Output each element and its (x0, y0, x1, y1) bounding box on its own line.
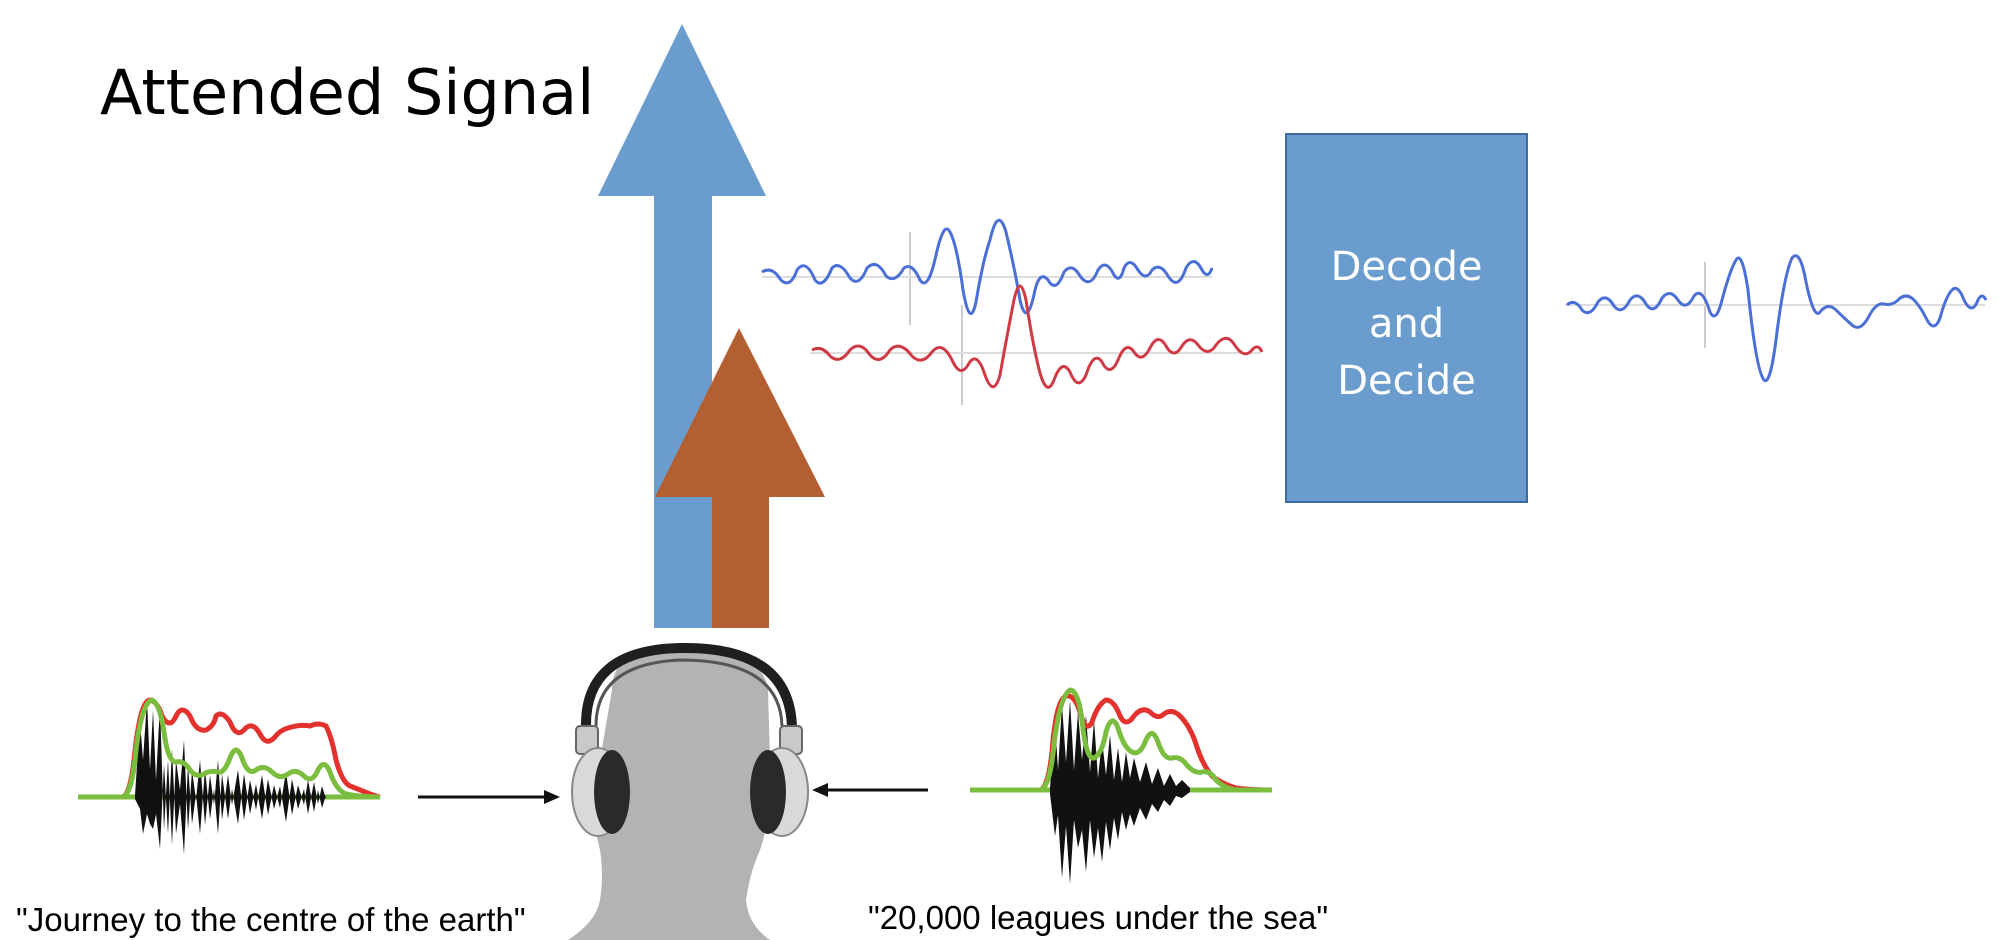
eeg-waveforms (761, 218, 1264, 405)
right-audio-waveform (970, 687, 1273, 884)
left-story-caption: "Journey to the centre of the earth" (16, 901, 526, 938)
decoder-label-line3: Decide (1337, 358, 1476, 404)
decode-and-decide-box: Decode and Decide (1285, 133, 1528, 503)
left-audio-waveform (78, 697, 381, 854)
diagram-title: Attended Signal (100, 56, 595, 129)
attended-arrow (598, 24, 766, 628)
right-input-arrow (812, 783, 928, 797)
unattended-eeg-wave (811, 284, 1264, 389)
attended-eeg-wave (761, 218, 1214, 315)
left-input-arrow (418, 790, 560, 804)
listener-head-icon (568, 642, 809, 940)
decoder-label-line1: Decode (1330, 244, 1483, 290)
right-story-caption: "20,000 leagues under the sea" (868, 899, 1329, 936)
decoded-waveform (1565, 254, 1988, 383)
unattended-arrow (655, 328, 825, 628)
decoder-label-line2: and (1368, 301, 1445, 347)
